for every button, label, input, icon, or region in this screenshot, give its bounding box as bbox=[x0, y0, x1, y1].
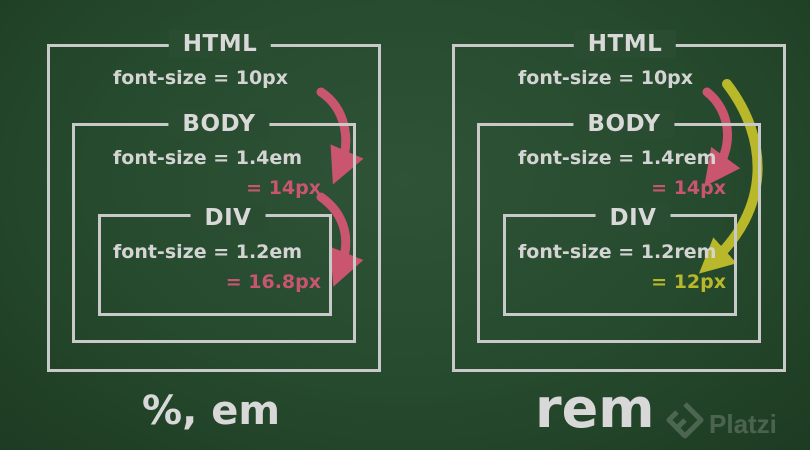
watermark-text: Platzi bbox=[709, 409, 777, 439]
platzi-logo-icon bbox=[666, 402, 704, 439]
body-box-title: BODY bbox=[168, 110, 270, 138]
div-font-size-rule: font-size = 1.2em bbox=[113, 241, 303, 263]
em-caption: %, em bbox=[142, 388, 281, 434]
body-font-size-rule: font-size = 1.4rem bbox=[518, 147, 717, 169]
body-font-size-rule: font-size = 1.4em bbox=[113, 147, 303, 169]
div-font-size-rule: font-size = 1.2rem bbox=[518, 241, 717, 263]
platzi-watermark: Platzi bbox=[665, 400, 810, 450]
rem-caption: rem bbox=[535, 377, 655, 440]
div-box-title: DIV bbox=[595, 204, 671, 232]
body-computed-size: = 14px bbox=[246, 177, 321, 199]
div-computed-size: = 16.8px bbox=[225, 271, 321, 293]
div-box-title: DIV bbox=[190, 204, 266, 232]
div-computed-size: = 12px bbox=[651, 271, 726, 293]
html-box-title: HTML bbox=[573, 30, 677, 58]
rem-panel: HTML font-size = 10px BODY font-size = 1… bbox=[405, 0, 810, 450]
rem-arrow-html-to-body bbox=[702, 87, 741, 187]
html-font-size-rule: font-size = 10px bbox=[113, 67, 289, 89]
em-panel: HTML font-size = 10px BODY font-size = 1… bbox=[47, 30, 381, 434]
body-box-title: BODY bbox=[573, 110, 675, 138]
html-box-title: HTML bbox=[168, 30, 272, 58]
em-arrow-body-to-div bbox=[316, 192, 364, 287]
html-font-size-rule: font-size = 10px bbox=[518, 67, 694, 89]
body-computed-size: = 14px bbox=[651, 177, 726, 199]
rem-arrow-html-to-div bbox=[698, 79, 763, 274]
